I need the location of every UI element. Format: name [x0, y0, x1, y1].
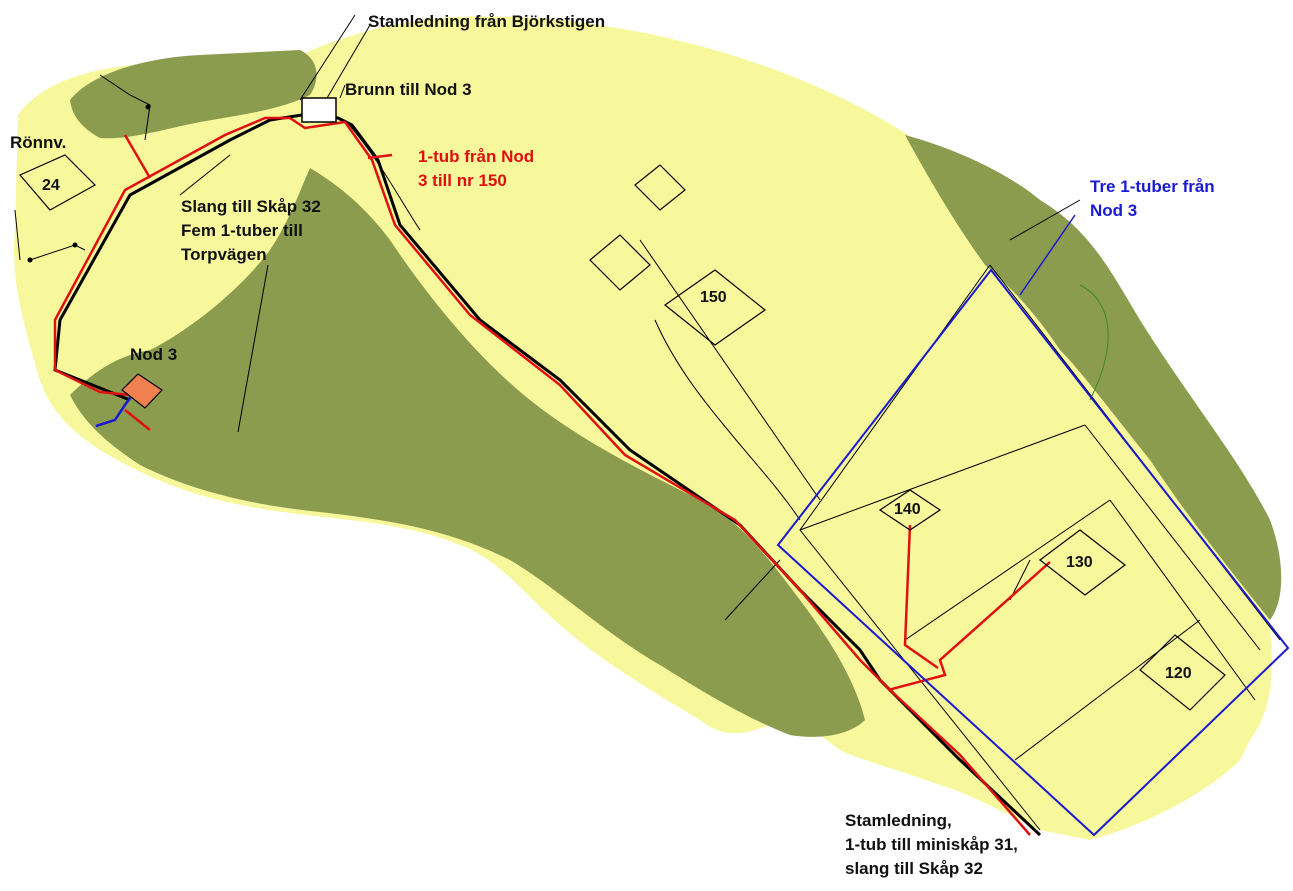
- green-area-north-west: [70, 50, 317, 139]
- label-stamledning-line-2: 1-tub till miniskåp 31,: [845, 835, 1018, 854]
- label-tub-nod3: 1-tub från Nod 3 till nr 150: [418, 147, 534, 190]
- label-leaders: [179, 84, 346, 196]
- buildings: [19, 154, 1226, 711]
- nod3-node: [121, 373, 163, 409]
- label-slang-line-3: Torpvägen: [181, 245, 267, 264]
- green-area-east: [905, 135, 1282, 620]
- label-slang: Slang till Skåp 32 Fem 1-tuber till Torp…: [181, 197, 321, 264]
- blue-leader-line: [1019, 214, 1076, 296]
- west-line-black: [53, 113, 303, 402]
- label-tre-tuber-line-1: Tre 1-tuber från: [1090, 177, 1215, 196]
- green-contour-line: [1079, 284, 1109, 401]
- plot-140: 140: [894, 501, 921, 518]
- label-stamledning-bjorkstigen: Stamledning från Björkstigen: [368, 12, 605, 31]
- plot-130: 130: [1066, 554, 1093, 571]
- label-tub-nod3-line-1: 1-tub från Nod: [418, 147, 534, 166]
- red-cables: [53, 116, 1051, 836]
- label-ronnv: Rönnv.: [10, 133, 66, 152]
- label-stamledning-line-1: Stamledning,: [845, 811, 952, 830]
- label-stamledning: Stamledning, 1-tub till miniskåp 31, sla…: [845, 811, 1018, 878]
- label-tre-tuber: Tre 1-tuber från Nod 3: [1090, 177, 1215, 220]
- green-area-central: [70, 168, 865, 737]
- label-brunn-nod3: Brunn till Nod 3: [345, 80, 472, 99]
- label-nod3: Nod 3: [130, 345, 177, 364]
- plot-120: 120: [1165, 665, 1192, 682]
- brunn-box: [301, 97, 337, 123]
- blue-cable-nod3: [95, 394, 134, 428]
- blue-plot-frame: [776, 268, 1290, 837]
- label-tub-nod3-line-2: 3 till nr 150: [418, 171, 507, 190]
- boundary-dots: [27, 104, 151, 263]
- label-stamledning-line-3: slang till Skåp 32: [845, 859, 983, 878]
- plot-150: 150: [700, 289, 727, 306]
- plot-24: 24: [42, 177, 60, 194]
- label-slang-line-2: Fem 1-tuber till: [181, 221, 303, 240]
- label-slang-line-1: Slang till Skåp 32: [181, 197, 321, 216]
- label-tre-tuber-line-2: Nod 3: [1090, 201, 1137, 220]
